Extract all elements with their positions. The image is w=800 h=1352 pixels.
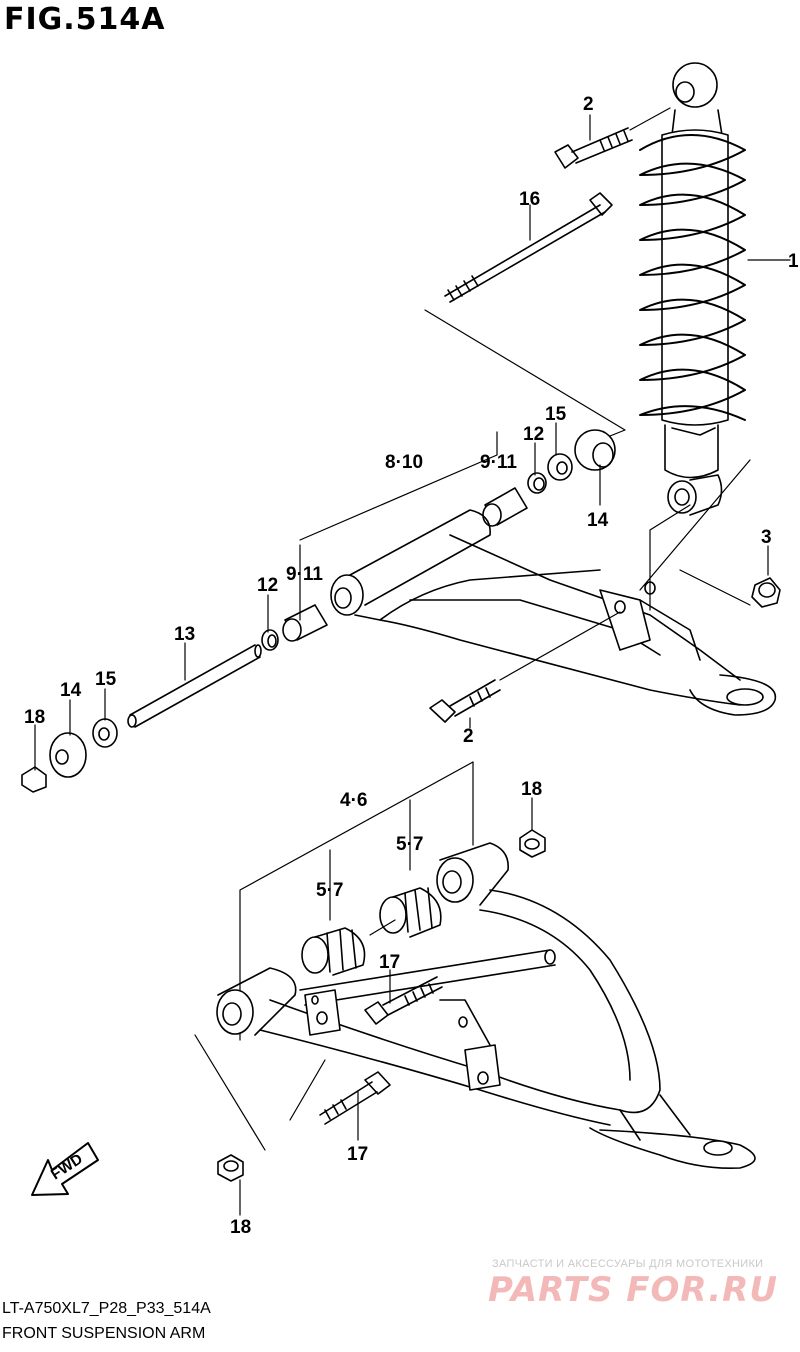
nut-18-right[interactable] [519,829,546,858]
bolt-17-bottom[interactable] [319,1071,391,1125]
callout-15-top: 15 [545,404,567,425]
bolt-top[interactable] [554,127,633,169]
callout-9-11-top: 9·11 [480,452,517,473]
bushing-14-right[interactable] [574,429,616,471]
footer-model-code: LT-A750XL7_P28_P33_514A [2,1300,211,1317]
ring-12-right[interactable] [527,472,547,494]
callout-5-7-right: 5·7 [396,834,423,855]
washer-15-left[interactable] [92,718,118,748]
callout-9-11-left: 9·11 [286,564,323,585]
bushing-14-left[interactable] [49,732,87,778]
nut-18-left[interactable] [21,766,47,793]
bushing-5-7-left[interactable] [301,927,366,976]
nut-18-bottom[interactable] [217,1154,244,1182]
figure-title: FIG.514A [4,2,166,37]
upper-arm[interactable] [330,509,777,716]
callout-14-left: 14 [60,680,82,701]
callout-16: 16 [519,189,540,210]
shock-absorber[interactable] [639,62,746,516]
footer-section-name: FRONT SUSPENSION ARM [2,1325,206,1342]
callout-18-bottom: 18 [230,1217,251,1238]
bushing-5-7-right[interactable] [379,887,442,938]
washer-15-right[interactable] [547,453,573,481]
watermark-tagline: ЗАПЧАСТИ И АКСЕССУАРЫ ДЛЯ МОТОТЕХНИКИ [492,1258,764,1270]
callout-5-7-left: 5·7 [316,880,343,901]
callout-17-bottom: 17 [347,1144,368,1165]
bolt-bottom[interactable] [429,679,501,723]
callout-8-10: 8·10 [385,452,423,473]
callout-4-6: 4·6 [340,790,367,811]
nut-3[interactable] [751,577,781,608]
callout-18-right: 18 [521,779,542,800]
ring-12-left[interactable] [261,629,279,651]
callout-2-top: 2 [583,94,594,115]
bushing-9-11-right[interactable] [482,487,528,527]
callout-12-left: 12 [257,575,278,596]
callout-3: 3 [761,527,772,548]
callout-18-top: 18 [24,707,45,728]
fwd-arrow-icon: FWD [31,1142,99,1196]
callout-1: 1 [788,251,799,272]
callout-12-top: 12 [523,424,544,445]
callout-2-bottom: 2 [463,726,474,747]
parts-exploded-diagram: FWD 1 2 16 15 12 8·10 9·11 14 3 9·11 12 … [21,62,799,1238]
callout-15-left: 15 [95,669,117,690]
lower-arm[interactable] [216,842,756,1170]
long-bolt[interactable] [444,192,613,303]
callout-14-top: 14 [587,510,609,531]
callout-17-top: 17 [379,952,400,973]
shaft-13[interactable] [127,644,262,728]
watermark-logo: PARTS FOR.RU [488,1270,778,1310]
callout-13: 13 [174,624,195,645]
leader-lines [34,114,791,1216]
bolt-17-top[interactable] [364,976,443,1025]
bushing-9-11-left[interactable] [282,604,328,642]
